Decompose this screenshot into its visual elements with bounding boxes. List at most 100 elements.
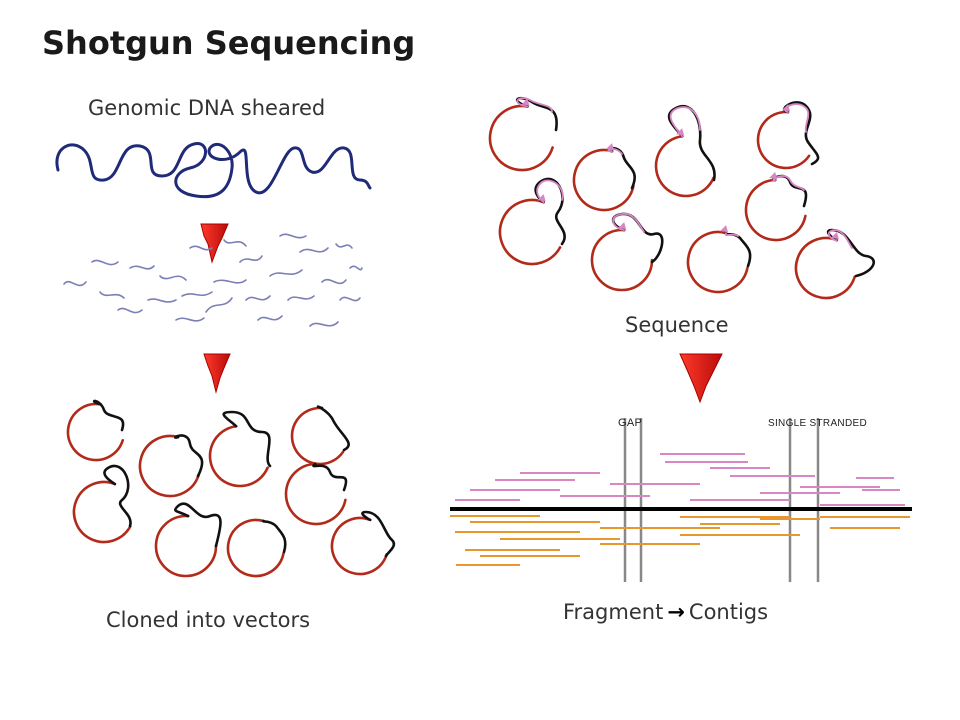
down-arrow-icon — [200, 223, 229, 264]
dna-fragment — [175, 317, 205, 322]
primer-arrow-icon — [537, 194, 546, 202]
vector-backbone — [208, 424, 269, 488]
sequenced-vector — [756, 101, 820, 170]
dna-fragment — [117, 307, 143, 314]
sequenced-vector — [488, 96, 558, 172]
dna-insert — [316, 405, 350, 452]
cloned-vectors-group — [66, 399, 396, 578]
sequenced-vector — [654, 104, 716, 198]
cloned-vector — [290, 405, 350, 466]
dna-fragment — [349, 265, 363, 271]
page-title: Shotgun Sequencing — [42, 24, 416, 62]
dna-insert — [724, 231, 752, 268]
sequence-read — [724, 232, 739, 237]
vector-backbone — [138, 434, 200, 498]
cloned-vector — [208, 410, 272, 488]
dna-fragment — [339, 296, 361, 302]
sequence-read — [772, 175, 805, 191]
label-cloned-into-vectors: Cloned into vectors — [106, 608, 311, 632]
sequence-read — [669, 106, 701, 138]
dna-insert — [783, 101, 820, 166]
vector-backbone — [284, 462, 347, 526]
dna-fragment — [63, 280, 87, 287]
dna-insert — [174, 502, 222, 548]
vector-backbone — [488, 104, 554, 172]
dna-fragment — [205, 297, 233, 313]
dna-fragment — [335, 243, 353, 249]
label-sequence: Sequence — [625, 313, 729, 337]
vector-backbone — [226, 518, 285, 578]
dna-fragment — [213, 279, 247, 284]
vector-backbone — [66, 402, 125, 462]
dna-fragment — [189, 245, 213, 251]
label-contigs: Contigs — [688, 600, 769, 624]
dna-fragment — [181, 291, 213, 297]
label-genomic-dna-sheared: Genomic DNA sheared — [88, 96, 326, 120]
vector-backbone — [794, 236, 856, 300]
sheared-dna-fragments — [63, 233, 363, 327]
vector-backbone — [498, 198, 562, 266]
vector-backbone — [154, 514, 218, 578]
sequenced-vector — [498, 177, 566, 266]
label-fragment-contigs: Fragment→Contigs — [563, 600, 768, 624]
dna-fragment — [129, 265, 155, 270]
cloned-vector — [226, 518, 287, 578]
vector-backbone — [72, 480, 132, 544]
dna-fragment — [287, 295, 315, 301]
sequence-read — [827, 229, 853, 249]
sequenced-vector — [686, 225, 752, 294]
primer-arrow-icon — [720, 225, 729, 233]
vector-backbone — [744, 178, 807, 242]
gap-label: GAP — [618, 417, 642, 429]
primer-arrow-icon — [676, 128, 685, 136]
down-arrow-icon — [203, 353, 231, 394]
dna-fragment — [147, 298, 177, 303]
dna-fragment — [245, 295, 271, 301]
dna-fragment — [99, 291, 125, 299]
sequenced-vectors-group — [488, 96, 875, 300]
sequenced-vector — [572, 143, 636, 212]
primer-arrow-icon — [830, 232, 839, 240]
dna-fragment — [299, 247, 329, 253]
right-arrow-icon: → — [667, 600, 685, 624]
dna-insert — [103, 464, 132, 528]
down-arrow-icon — [679, 353, 723, 404]
sequenced-vector — [744, 172, 808, 242]
sequence-read — [516, 97, 553, 113]
primer-arrow-icon — [521, 98, 530, 106]
cloned-vector — [72, 464, 132, 544]
contig-assembly: GAP SINGLE STRANDED — [450, 417, 912, 582]
dna-fragment — [91, 259, 119, 266]
sequenced-vector — [590, 212, 664, 292]
dna-insert — [222, 410, 272, 468]
genomic-dna-strand — [55, 142, 372, 199]
primer-arrow-icon — [606, 143, 615, 151]
forward-reads — [455, 453, 905, 506]
vector-backbone — [756, 110, 811, 170]
cloned-vector — [138, 434, 204, 498]
primer-arrow-icon — [781, 104, 790, 112]
cloned-vector — [284, 462, 348, 526]
dna-fragment — [279, 233, 307, 239]
dna-insert — [262, 519, 287, 554]
dna-insert — [92, 399, 125, 432]
vector-backbone — [654, 134, 715, 198]
label-fragment: Fragment — [563, 600, 664, 624]
single-stranded-label: SINGLE STRANDED — [768, 418, 867, 429]
cloned-vector — [66, 399, 125, 462]
vector-backbone — [686, 230, 749, 294]
sequenced-vector — [794, 228, 875, 300]
cloned-vector — [154, 502, 222, 578]
vector-backbone — [590, 228, 654, 292]
dna-fragment — [159, 275, 187, 281]
primer-arrow-icon — [769, 172, 778, 180]
dna-fragment — [309, 321, 339, 327]
vector-backbone — [290, 406, 345, 466]
dna-insert — [667, 104, 716, 182]
vector-backbone — [330, 516, 389, 576]
primer-arrow-icon — [618, 222, 627, 230]
reverse-reads — [450, 515, 910, 566]
dna-fragment — [269, 269, 303, 277]
dna-insert — [312, 462, 348, 492]
